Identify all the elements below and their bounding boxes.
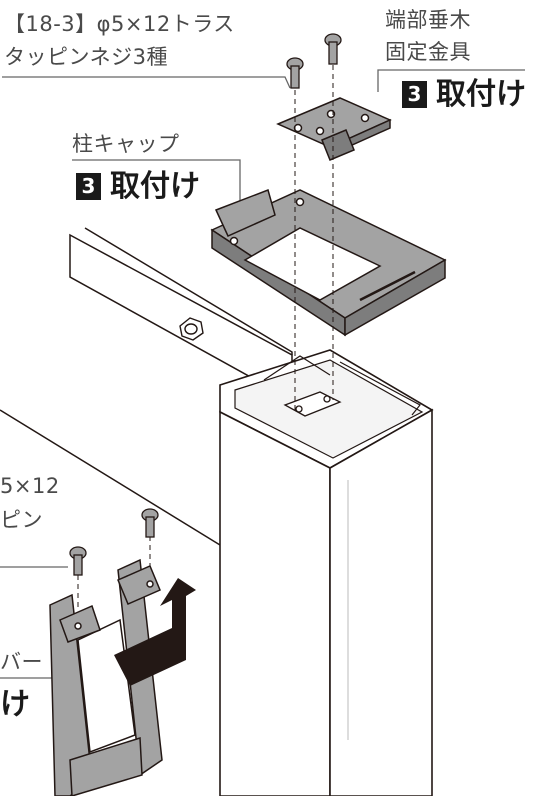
bracket-label-line1: 端部垂木 xyxy=(385,8,471,32)
insert-direction-arrow xyxy=(114,578,196,686)
left-label-fragment-3: バー xyxy=(0,650,43,674)
step-number-badge-2: 3 xyxy=(76,173,101,200)
screw-label-line1: 【18-3】φ5×12トラス xyxy=(4,14,235,35)
left-label-fragment-1: 5×12 xyxy=(0,474,60,498)
screw-label-line2: タッピンネジ3種 xyxy=(4,45,168,69)
bracket-step-label: 3 取付け xyxy=(402,80,526,110)
cap-step-label: 3 取付け xyxy=(76,172,200,202)
post-top-bracket xyxy=(283,391,342,417)
screw-top-right xyxy=(324,33,342,65)
bracket-label-line2: 固定金具 xyxy=(385,40,471,64)
screw-spec: φ5×12トラス xyxy=(96,12,235,36)
screw-code: 【18-3】 xyxy=(4,12,97,36)
post xyxy=(219,349,434,797)
step-number-badge: 3 xyxy=(402,81,427,108)
screw-lower-right xyxy=(141,508,159,538)
post-cap xyxy=(210,189,447,337)
step-action-text-2: 取付け xyxy=(110,169,200,204)
beam-bolt xyxy=(179,317,204,341)
cap-label: 柱キャップ xyxy=(72,132,180,156)
left-label-fragment-2: ピン xyxy=(0,508,43,532)
alignment-lines xyxy=(77,65,334,610)
left-label-fragment-4: け xyxy=(0,687,30,722)
screw-lower-left xyxy=(69,546,87,576)
step-action-text: 取付け xyxy=(436,77,526,112)
leader-lines xyxy=(0,69,525,679)
screw-top-left xyxy=(286,57,304,89)
